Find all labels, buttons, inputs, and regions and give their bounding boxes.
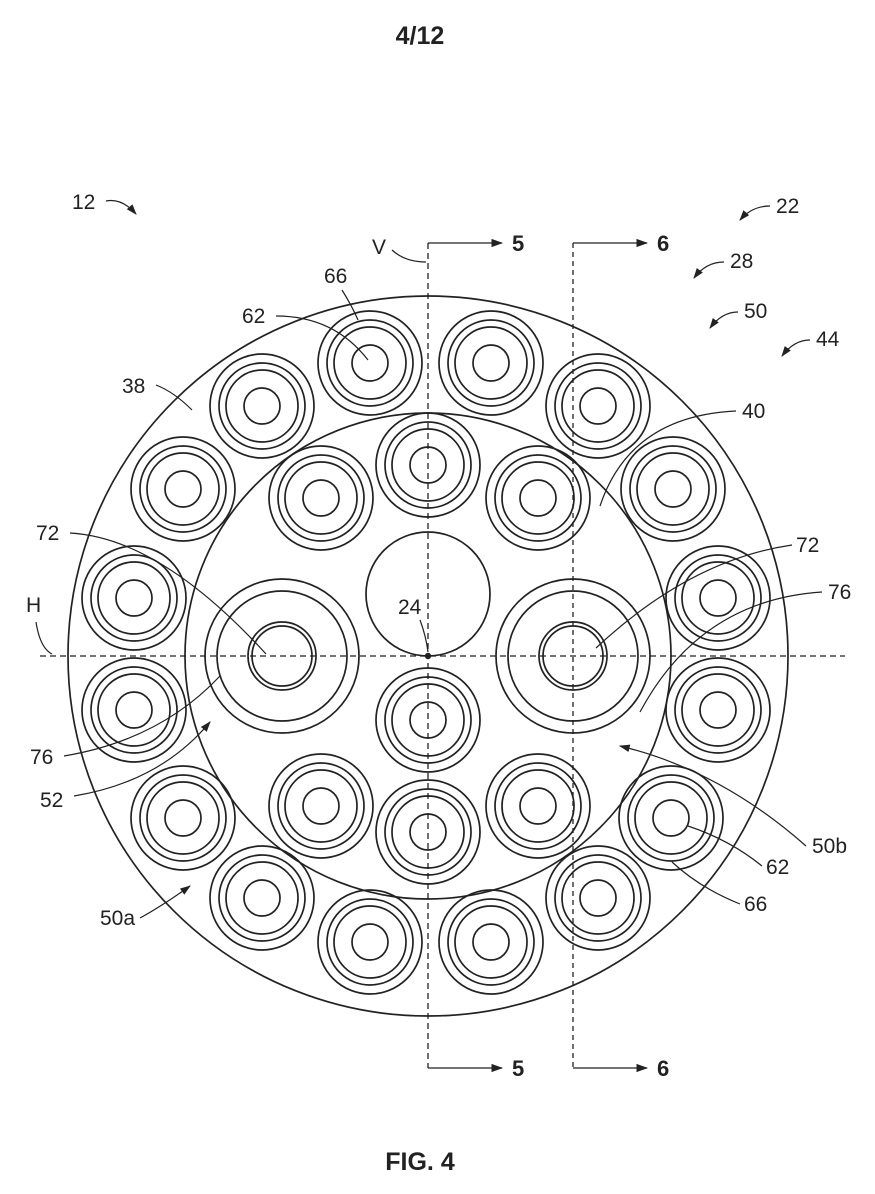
sheet-number: 4/12	[396, 22, 445, 50]
leader-44	[781, 339, 811, 357]
outer-element	[620, 436, 726, 542]
inner-element	[268, 753, 374, 859]
ref-24: 24	[398, 596, 422, 619]
leader-50b	[618, 744, 807, 847]
leader-76-left	[63, 675, 221, 757]
section-label-6-top: 6	[657, 231, 669, 256]
section-label-5-bottom: 5	[512, 1056, 524, 1081]
ref-38: 38	[122, 375, 145, 398]
ref-66-right: 66	[744, 893, 767, 916]
outer-element	[209, 845, 315, 951]
ref-50b: 50b	[812, 835, 847, 858]
leader-22	[739, 205, 771, 221]
outer-element	[317, 889, 423, 995]
inner-ring-elements	[268, 412, 591, 885]
outer-element	[545, 353, 651, 459]
inner-element	[485, 753, 591, 859]
figure-label: FIG. 4	[385, 1148, 455, 1176]
leader-66-top	[341, 289, 359, 321]
outer-element	[81, 657, 187, 763]
ref-62-right: 62	[766, 856, 789, 879]
leader-66-right	[671, 861, 741, 905]
leader-12	[105, 199, 137, 215]
leader-62-top	[275, 315, 369, 361]
outer-ring-elements	[81, 310, 771, 995]
section-label-5-top: 5	[512, 231, 524, 256]
outer-element	[130, 436, 236, 542]
outer-element	[665, 657, 771, 763]
ref-72-left: 72	[36, 522, 59, 545]
ref-76-right: 76	[828, 581, 851, 604]
ref-50a: 50a	[100, 907, 135, 930]
leader-v	[391, 249, 427, 263]
axis-label-h: H	[26, 594, 41, 617]
ref-76-left: 76	[30, 746, 53, 769]
ref-66-top: 66	[324, 265, 347, 288]
inner-element	[268, 445, 374, 551]
leader-38	[155, 384, 193, 411]
ref-72-right: 72	[796, 534, 819, 557]
ref-40: 40	[742, 400, 765, 423]
leader-52	[73, 721, 211, 797]
outer-element	[317, 310, 423, 416]
outer-element	[665, 545, 771, 651]
leader-76-right	[639, 591, 823, 713]
outer-element	[438, 310, 544, 416]
section-label-6-bottom: 6	[657, 1056, 669, 1081]
ref-12: 12	[72, 191, 95, 214]
ref-50: 50	[744, 300, 767, 323]
leader-50	[709, 311, 739, 329]
leader-72-left	[69, 532, 267, 655]
ref-62-top: 62	[242, 305, 265, 328]
outer-element	[81, 545, 187, 651]
leader-28	[693, 261, 725, 279]
outer-element	[618, 765, 724, 871]
leader-24	[419, 619, 429, 653]
outer-element	[438, 889, 544, 995]
outer-element	[545, 845, 651, 951]
ref-28: 28	[730, 250, 753, 273]
outer-element	[209, 353, 315, 459]
inner-element	[485, 445, 591, 551]
axis-label-v: V	[372, 236, 386, 259]
outer-element	[130, 765, 236, 871]
leader-40	[599, 410, 737, 507]
ref-22: 22	[776, 195, 799, 218]
center-point	[424, 652, 432, 660]
leader-62-right	[687, 825, 763, 867]
leader-50a	[139, 885, 191, 919]
ref-44: 44	[816, 328, 840, 351]
ref-52: 52	[40, 789, 63, 812]
leader-72-right	[595, 544, 793, 649]
leader-h	[35, 621, 53, 655]
